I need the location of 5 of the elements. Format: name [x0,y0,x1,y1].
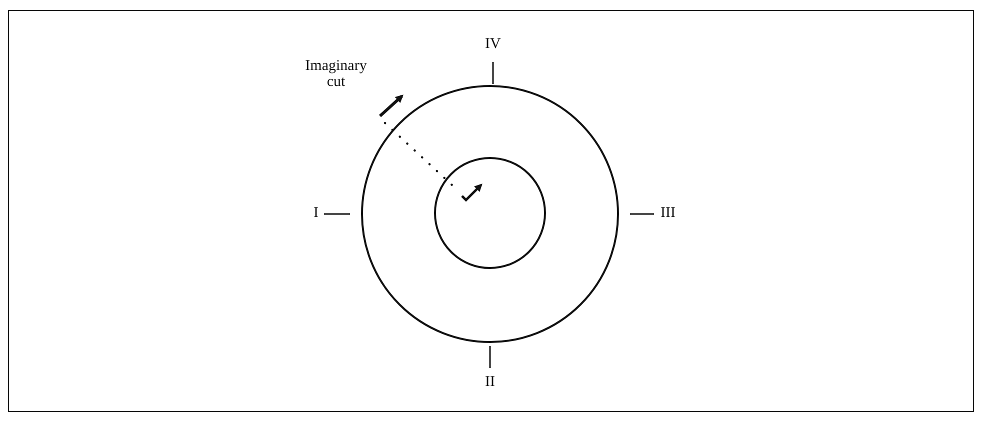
section-label: II [485,375,495,391]
section-label: III [660,206,676,222]
section-label: IV [485,37,501,53]
section-label: I [314,206,318,222]
annotation-text: Imaginary cut [304,59,368,90]
